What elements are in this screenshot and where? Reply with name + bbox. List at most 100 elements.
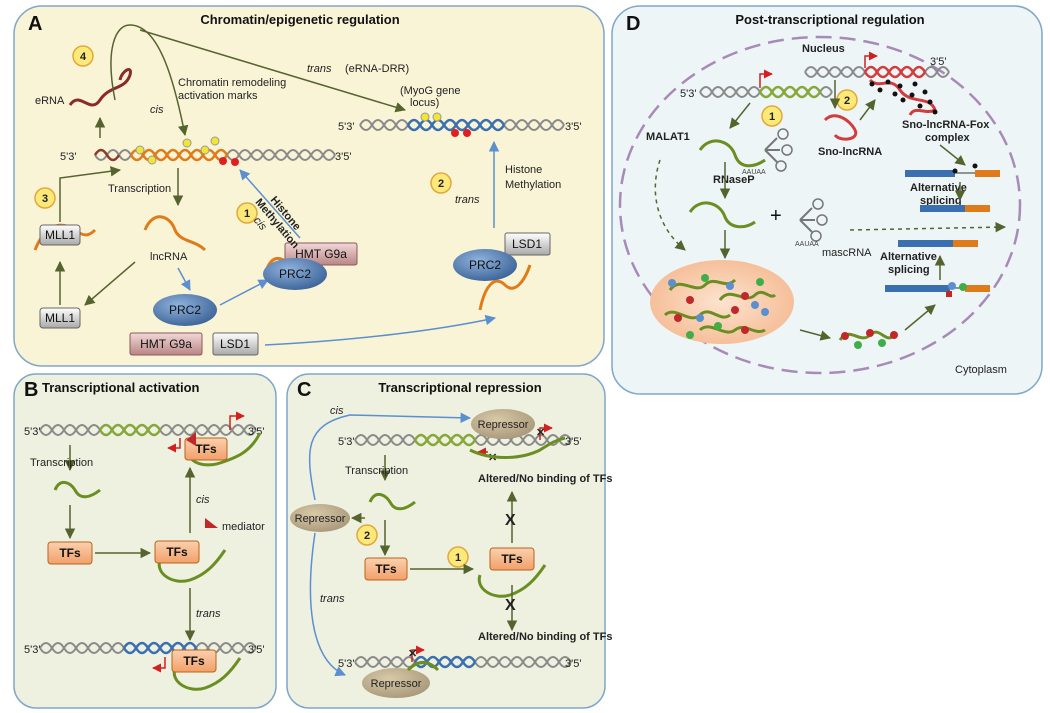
nuclear-speckle [650, 260, 794, 344]
complex-right-lncrna [478, 264, 532, 311]
prc2-right-label: PRC2 [469, 258, 501, 272]
sno-fox-label-1: Sno-lncRNA-Fox [902, 119, 990, 131]
arrow-erna-trans [139, 29, 407, 113]
arrow-complex-to-splicing [939, 144, 966, 166]
prc2-mid-label: PRC2 [279, 267, 311, 281]
dna-helix-b-top [39, 423, 257, 437]
lncrna-c-top [469, 436, 566, 459]
hmt-g9a-box-bottom [129, 332, 203, 356]
panel-a-background [13, 5, 605, 367]
cytoplasm-label: Cytoplasm [955, 364, 1007, 376]
lsd1-box-bottom [212, 332, 259, 356]
step-1-circle-c [447, 546, 469, 568]
lncrna-c-bottom [406, 661, 440, 672]
step-4-circle [72, 45, 94, 67]
hmt-g9a-label-bottom: HMT G9a [140, 337, 192, 351]
prc2-center-label: PRC2 [169, 303, 201, 317]
dna-b2-3prime-label: 3'5' [248, 644, 264, 656]
lncrna-c-right [477, 564, 547, 598]
mediator-icon [205, 518, 218, 528]
chromatin-remodeling-label-1: Chromatin remodeling [178, 77, 286, 89]
block-x-c-mid-down: X [505, 597, 516, 614]
dna-helix-d-left [699, 85, 833, 99]
arrow-lncrna-to-prc2 [177, 267, 191, 291]
alt-splicing-label-2a: Alternative [880, 251, 937, 263]
mrna-spliced-bottom [898, 240, 978, 247]
trans-label-c: trans [320, 593, 345, 605]
step-3-number: 3 [42, 193, 48, 205]
sno-lncrna-strand [823, 114, 858, 141]
dna-c2-5prime-label: 5'3' [338, 658, 354, 670]
pre-mrna-top [905, 163, 1000, 177]
panel-b-letter: B [24, 379, 38, 401]
dna-a2-5prime-label: 5'3' [338, 121, 354, 133]
lncrna-label-a: lncRNA [150, 251, 188, 263]
sr-protein-complex [838, 329, 898, 349]
mascrna-trna-structure [799, 198, 828, 242]
arrow-erna-cis [110, 24, 189, 137]
prc2-mid-ellipse [263, 258, 327, 290]
panel-a-letter: A [28, 13, 42, 35]
tfs-box-c-right [489, 547, 535, 571]
block-x-c-mid-up: X [505, 512, 516, 529]
arrow-to-lsd1-complex [264, 314, 497, 346]
dna-b2-5prime-label: 5'3' [24, 644, 40, 656]
block-x-c-bottom: ✕ [408, 648, 417, 660]
arrow-cis-c [308, 412, 472, 501]
lncrna-strand-a [143, 215, 207, 252]
step-1-number-a: 1 [244, 208, 250, 220]
arrow-sno-to-complex [859, 99, 876, 121]
step-2-number-d: 2 [844, 95, 850, 107]
histone-label-a2: Histone [505, 164, 542, 176]
step-1-number-c: 1 [455, 552, 461, 564]
dna-c-3prime-label: 3'5' [565, 436, 581, 448]
panel-b-title: Transcriptional activation [42, 380, 200, 395]
step-4-number: 4 [80, 51, 87, 63]
panel-a: A Chromatin/epigenetic regulation 5'3' 3… [13, 5, 605, 367]
arrow-trans-c [309, 532, 346, 677]
malat1-trna-structure [764, 128, 793, 172]
nucleus-membrane [618, 35, 1022, 375]
repressor-ellipse-bottom [362, 668, 430, 698]
tss-arrow-d-right [864, 51, 878, 68]
step-2-circle-c [356, 524, 378, 546]
tss-arrow-c-top [539, 423, 553, 440]
transcription-label-b: Transcription [30, 457, 93, 469]
arrow-lncrna-to-mll1 [84, 261, 136, 306]
tss-arrow-b-top2 [167, 438, 181, 453]
panel-c-letter: C [297, 379, 311, 401]
lsd1-box-right [504, 232, 551, 256]
myog-label-2: locus) [410, 97, 439, 109]
nucleus-label: Nucleus [802, 43, 845, 55]
mll1-box-top [39, 224, 81, 246]
panel-c-background [286, 373, 606, 709]
mascrna-label: mascRNA [822, 247, 872, 259]
chromatin-remodeling-label-2: activation marks [178, 90, 258, 102]
altered-binding-label-1: Altered/No binding of TFs [478, 473, 612, 485]
arrow-dna-to-malat1 [729, 102, 751, 129]
step-3-circle [34, 187, 56, 209]
malat1-cleaved-strand [688, 201, 756, 229]
erna-drr-label: (eRNA-DRR) [345, 63, 409, 75]
arrow-to-splicing [904, 304, 936, 331]
lncrna-b-bottom [172, 657, 242, 691]
trans-label-b: trans [196, 608, 221, 620]
trans-label-top: trans [307, 63, 332, 75]
altered-binding-label-2: Altered/No binding of TFs [478, 631, 612, 643]
arrow-complex-to-dna [239, 169, 301, 239]
step-1-number-d: 1 [769, 111, 775, 123]
lncrna-b-left [53, 481, 101, 499]
tfs-box-b-left [47, 541, 93, 565]
dna-helix-a-main [93, 148, 336, 162]
alt-splicing-label-2b: splicing [888, 264, 930, 276]
erna-label: eRNA [35, 95, 65, 107]
dna-b-5prime-label: 5'3' [24, 426, 40, 438]
panel-b: B Transcriptional activation 5'3' 3'5' T… [13, 373, 277, 709]
repressor-label-top: Repressor [478, 419, 529, 431]
panel-d-background [611, 5, 1043, 395]
block-x-c-top: ✕ [536, 427, 545, 439]
sno-lncrna-label: Sno-lncRNA [818, 146, 882, 158]
mll1-label-bottom: MLL1 [45, 311, 75, 325]
repressor-label-left: Repressor [295, 513, 346, 525]
